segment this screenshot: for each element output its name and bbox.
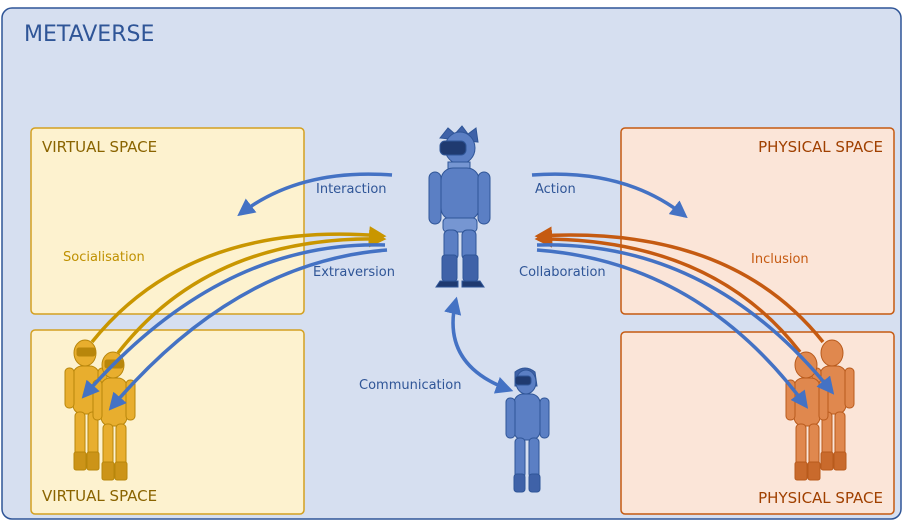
physical-space-top-label: PHYSICAL SPACE: [758, 138, 883, 156]
socialisation-arrow-1: [90, 226, 387, 344]
communication-label: Communication: [359, 378, 462, 393]
physical-space-bottom-label: PHYSICAL SPACE: [758, 489, 883, 507]
action-label: Action: [535, 182, 576, 197]
inclusion-arrow-1: [534, 226, 825, 344]
virtual-avatar-back: [64, 339, 108, 471]
interaction-arrow: [237, 172, 393, 217]
extraversion-arrow-1: [81, 243, 386, 399]
action-arrow: [531, 172, 688, 219]
extraversion-label: Extraversion: [313, 265, 395, 280]
remote-user-figure: [505, 367, 550, 493]
virtual-space-top-box: [30, 127, 305, 315]
communication-arrow: [444, 296, 514, 394]
interaction-label: Interaction: [316, 182, 387, 197]
virtual-space-bottom-label: VIRTUAL SPACE: [42, 487, 158, 505]
virtual-space-top-label: VIRTUAL SPACE: [42, 138, 158, 156]
socialisation-label: Socialisation: [63, 250, 145, 265]
socialisation-arrow-2: [116, 229, 387, 355]
collaboration-arrow-1: [536, 243, 835, 395]
inclusion-label: Inclusion: [751, 252, 809, 267]
physical-space-bottom-box: [620, 331, 895, 515]
extraversion-arrow-2: [108, 248, 388, 411]
diagram-title: METAVERSE: [24, 22, 155, 47]
collaboration-arrow-2: [536, 248, 809, 409]
inclusion-arrow-2: [534, 230, 802, 354]
collaboration-label: Collaboration: [519, 265, 606, 280]
vr-user-figure: [428, 125, 491, 288]
physical-people: [785, 339, 855, 481]
